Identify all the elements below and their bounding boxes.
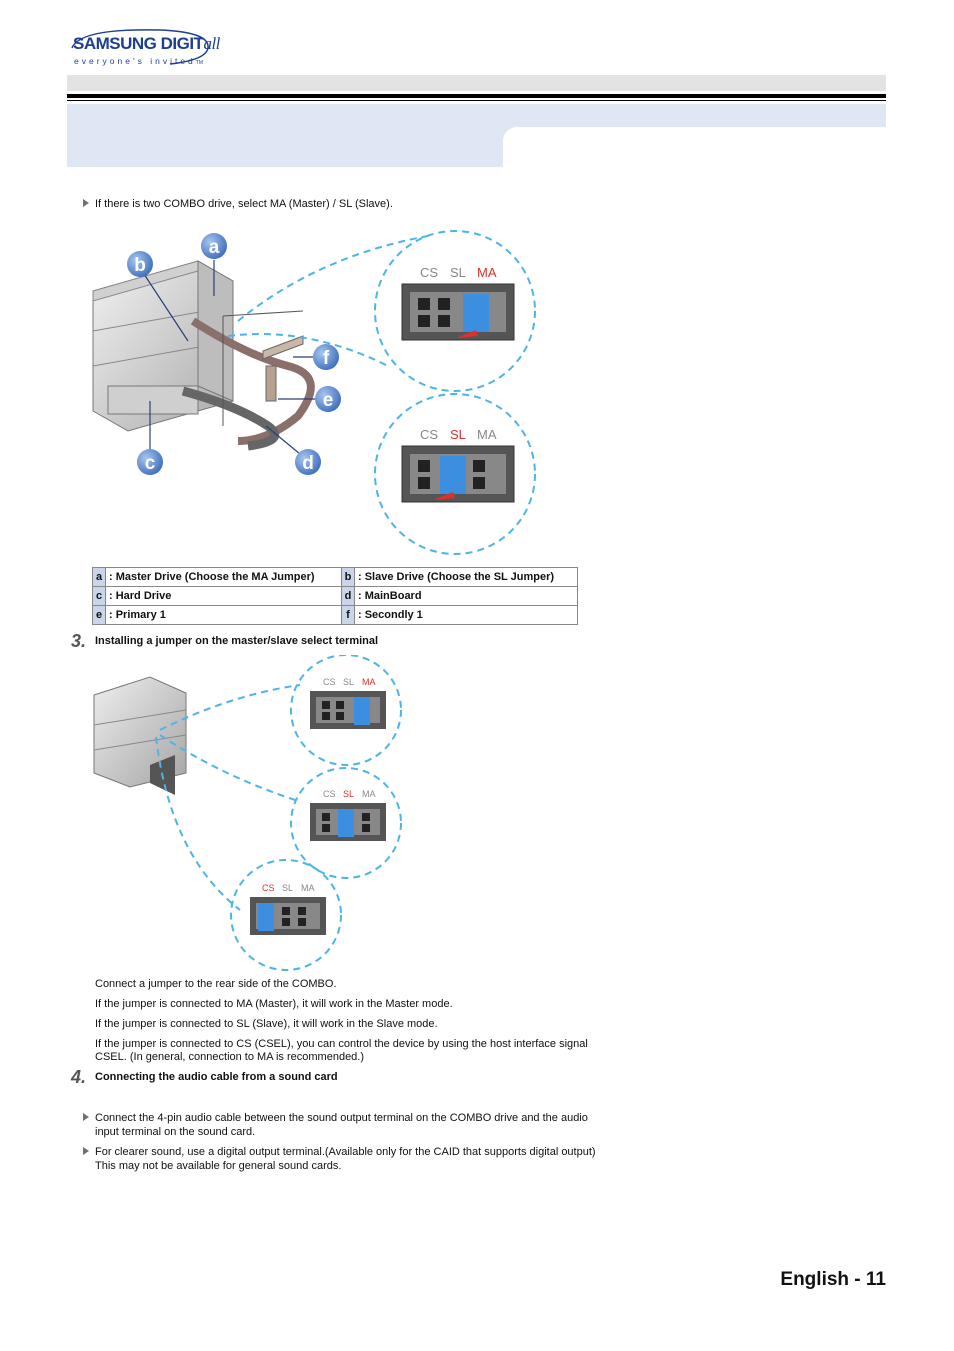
bullet-arrow-icon <box>83 1147 89 1155</box>
callout-b: b <box>127 251 153 277</box>
svg-text:SL: SL <box>282 883 293 893</box>
jumper-zoom-ma: CS SL MA <box>401 265 515 341</box>
legend-letter: e <box>92 605 106 625</box>
svg-text:e: e <box>323 390 334 411</box>
callout-e: e <box>315 386 341 412</box>
callout-a: a <box>201 233 227 259</box>
section-banner-right <box>503 104 886 127</box>
drive-jumper-diagram: a b c d e f CS SL MA CS SL MA <box>92 230 536 555</box>
logo-tm: TM <box>195 60 204 66</box>
svg-text:SL: SL <box>343 789 354 799</box>
svg-text:MA: MA <box>301 883 315 893</box>
step-4-bullet-line: Connect the 4-pin audio cable between th… <box>95 1112 588 1124</box>
logo-tagline-text: everyone's invited <box>74 56 196 66</box>
logo-wordmark: SAMSUNG DIGITall <box>73 34 220 54</box>
callout-c: c <box>137 449 163 475</box>
logo-text: SAMSUNG DIGIT <box>73 34 204 53</box>
jumper-select-diagram: CS SL MA CS SL MA CS SL MA <box>93 655 402 971</box>
legend-text: : Hard Drive <box>105 586 342 606</box>
header-rule-thin <box>67 100 886 101</box>
table-row: a : Master Drive (Choose the MA Jumper) … <box>92 567 578 587</box>
svg-text:b: b <box>134 255 146 276</box>
step-3-paragraph: Connect a jumper to the rear side of the… <box>95 978 337 990</box>
legend-letter: a <box>92 567 106 587</box>
legend-text: : Primary 1 <box>105 605 342 625</box>
table-row: c : Hard Drive d : MainBoard <box>92 586 578 606</box>
jumper-ma: CS SL MA <box>310 677 386 729</box>
svg-text:CS: CS <box>323 789 336 799</box>
svg-text:CS: CS <box>420 427 438 442</box>
svg-text:MA: MA <box>362 677 376 687</box>
legend-text: : Slave Drive (Choose the SL Jumper) <box>354 567 578 587</box>
legend-text: : MainBoard <box>354 586 578 606</box>
step-4-bullet-line: For clearer sound, use a digital output … <box>95 1146 596 1158</box>
svg-text:a: a <box>209 237 220 258</box>
step-4-bullet-line: input terminal on the sound card. <box>95 1126 256 1138</box>
step-4-bullet-line: This may not be available for general so… <box>95 1160 342 1172</box>
jumper-cs: CS SL MA <box>250 883 326 935</box>
legend-letter: f <box>341 605 355 625</box>
zoom-connectors <box>155 655 402 971</box>
combo-drive-illustration <box>93 676 187 795</box>
svg-text:MA: MA <box>477 427 497 442</box>
step-4-number: 4. <box>71 1067 87 1087</box>
logo-swoosh-icon <box>71 29 209 65</box>
svg-text:f: f <box>323 348 330 369</box>
bullet-arrow-icon <box>83 199 89 207</box>
intro-text: If there is two COMBO drive, select MA (… <box>95 198 393 210</box>
step-3-paragraph: If the jumper is connected to MA (Master… <box>95 998 453 1010</box>
legend-letter: b <box>341 567 355 587</box>
legend-letter: c <box>92 586 106 606</box>
legend-text: : Secondly 1 <box>354 605 578 625</box>
svg-text:CS: CS <box>262 883 275 893</box>
svg-text:MA: MA <box>362 789 376 799</box>
mainboard-connectors <box>222 310 304 426</box>
svg-text:MA: MA <box>477 265 497 280</box>
zoom-connectors <box>227 230 536 555</box>
callout-f: f <box>313 344 339 370</box>
step-3-paragraph: If the jumper is connected to CS (CSEL),… <box>95 1038 588 1050</box>
header-rule-thick <box>67 94 886 98</box>
logo-all-text: all <box>203 34 220 53</box>
step-4-title: Connecting the audio cable from a sound … <box>95 1071 338 1083</box>
svg-text:SL: SL <box>343 677 354 687</box>
step-3-title: Installing a jumper on the master/slave … <box>95 635 379 647</box>
legend-letter: d <box>341 586 355 606</box>
jumper-sl: CS SL MA <box>310 789 386 841</box>
legend-table: a : Master Drive (Choose the MA Jumper) … <box>92 567 578 625</box>
bullet-arrow-icon <box>83 1113 89 1121</box>
svg-text:SL: SL <box>450 427 466 442</box>
legend-text: : Master Drive (Choose the MA Jumper) <box>105 567 342 587</box>
samsung-logo: SAMSUNG DIGITall everyone's invitedTM <box>70 26 220 70</box>
jumper-zoom-sl: CS SL MA <box>401 427 515 503</box>
svg-text:SL: SL <box>450 265 466 280</box>
callout-leaders <box>139 260 316 455</box>
svg-text:CS: CS <box>420 265 438 280</box>
page-number: English - 11 <box>780 1269 886 1290</box>
drive-stack-illustration <box>92 260 234 432</box>
svg-text:c: c <box>145 453 156 474</box>
svg-text:CS: CS <box>323 677 336 687</box>
banner-corner-mask <box>503 127 531 155</box>
logo-tagline: everyone's invitedTM <box>74 56 203 66</box>
header-gray-bar <box>67 75 886 91</box>
svg-text:d: d <box>302 453 314 474</box>
step-3-number: 3. <box>71 631 87 651</box>
step-3-paragraph: CSEL. (In general, connection to MA is r… <box>95 1051 365 1063</box>
section-banner <box>67 104 503 167</box>
step-3-paragraph: If the jumper is connected to SL (Slave)… <box>95 1018 438 1030</box>
callout-d: d <box>295 449 321 475</box>
table-row: e : Primary 1 f : Secondly 1 <box>92 605 578 625</box>
